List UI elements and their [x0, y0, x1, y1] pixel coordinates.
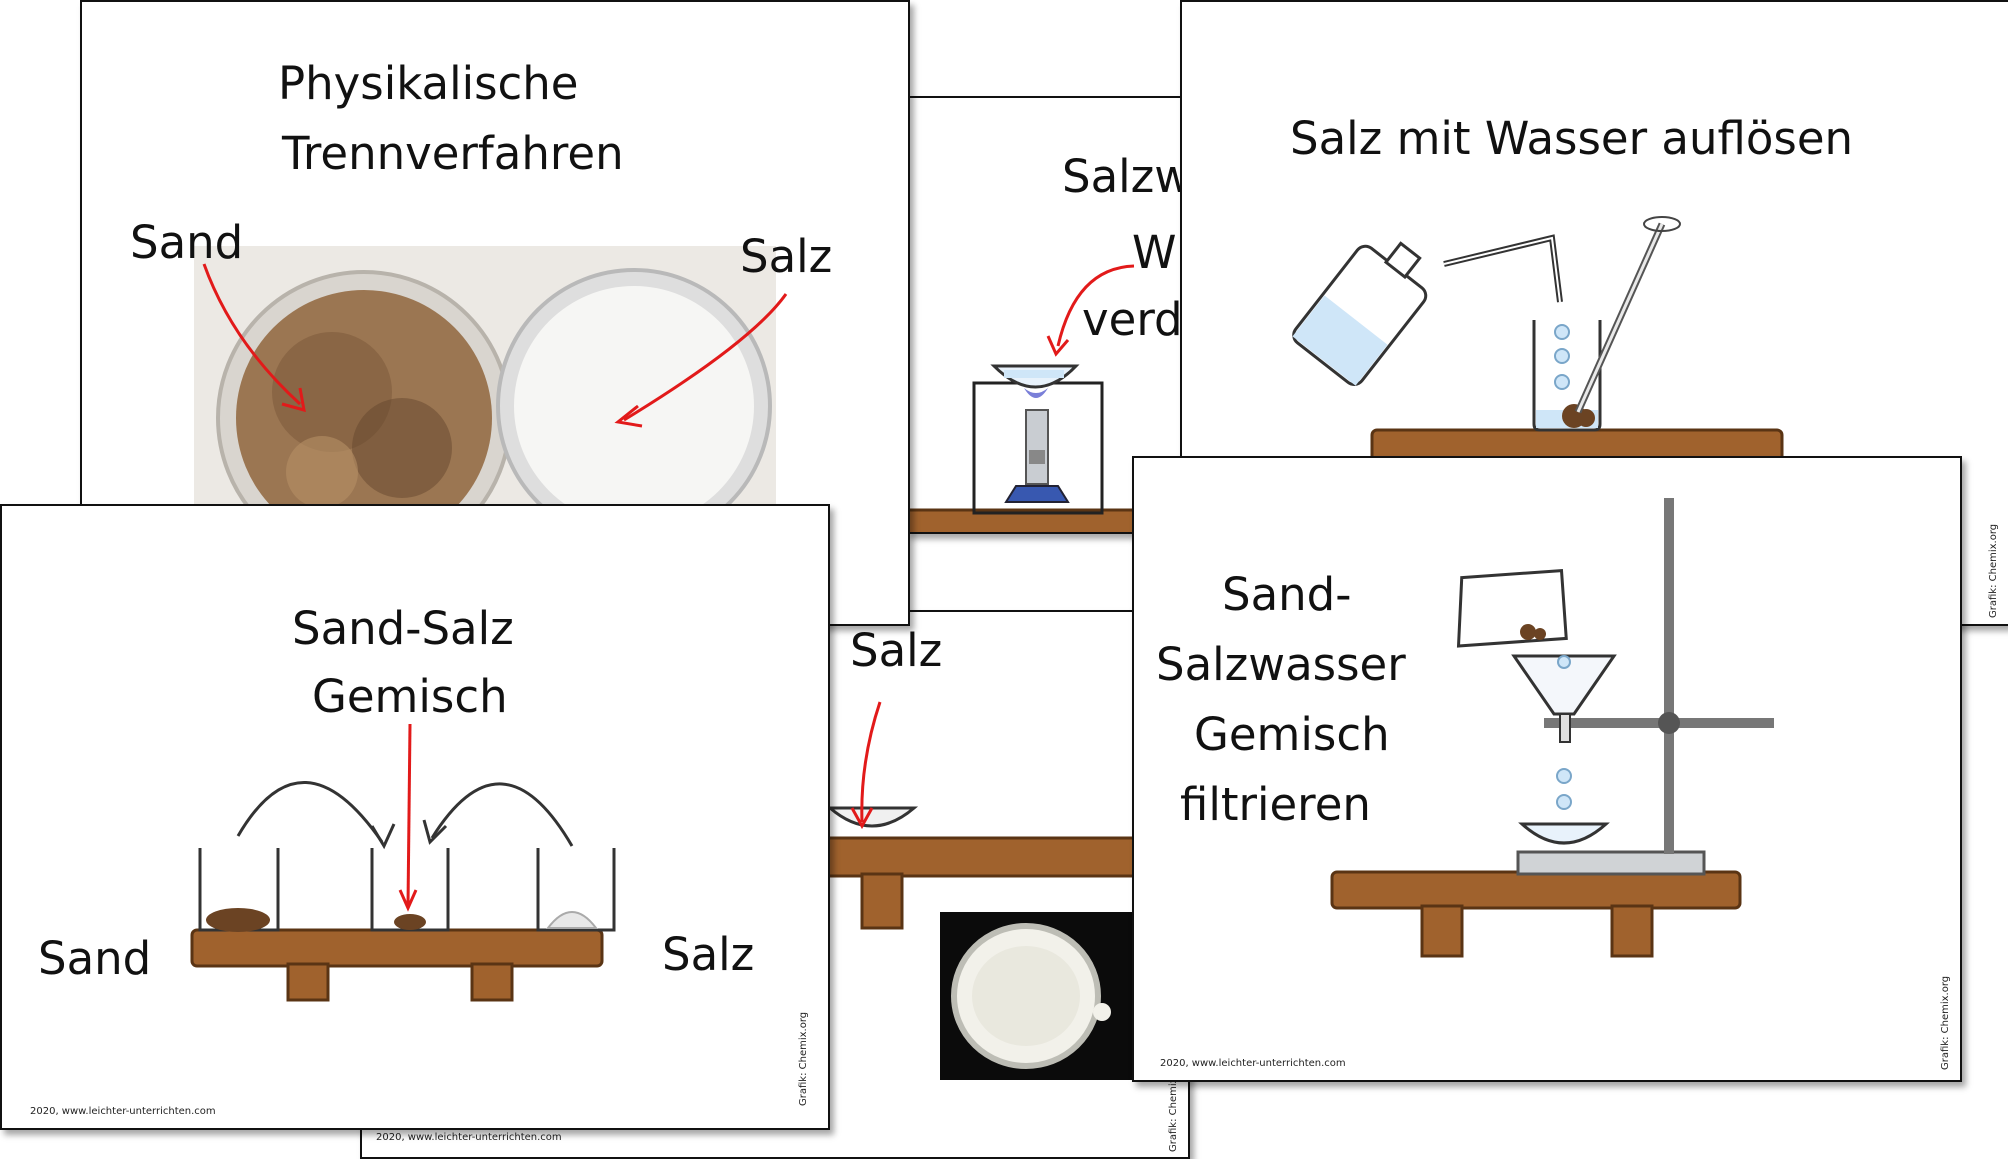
water-drop [1554, 324, 1570, 340]
red-arrow-salt [623, 293, 788, 422]
sand-label: Sand [130, 216, 244, 269]
title-line-2: Gemisch [312, 670, 508, 723]
mixture-heap [394, 914, 426, 930]
curved-arrow-icon [430, 782, 574, 847]
water-drop [1557, 655, 1571, 669]
graphic-credit: Grafik: Chemix.org [1988, 523, 1999, 618]
title-line-4: filtrieren [1180, 778, 1371, 831]
red-arrow-sand [202, 263, 302, 406]
table-leg-left [1420, 904, 1464, 958]
sand-lump [1520, 624, 1536, 640]
table-top [908, 508, 1198, 532]
title-line-1: Salzw [1062, 150, 1192, 203]
salt-heap [545, 911, 599, 929]
retort-stand-icon [1664, 498, 1674, 854]
graphic-credit: Grafik: Chemix [1168, 1077, 1179, 1152]
wash-bottle-icon [1292, 241, 1428, 386]
salt-label: Salz [740, 230, 833, 283]
title-line-1: Physikalische [278, 57, 579, 110]
bunsen-burner-icon [1025, 409, 1049, 485]
table-leg [860, 872, 904, 930]
salt-label: Salz [850, 624, 943, 677]
curved-arrow-icon [236, 781, 384, 843]
red-arrow [860, 701, 882, 823]
slide-salt-evaporate: Salzw W verd [906, 96, 1200, 534]
salt-dish-illustration [820, 701, 1152, 1080]
retort-stand-base [1516, 850, 1706, 876]
table-top [1330, 870, 1742, 910]
red-arrow [1056, 264, 1135, 347]
title-line-3: Gemisch [1194, 708, 1390, 761]
sand-label: Sand [38, 932, 152, 985]
sand-heap [206, 908, 270, 932]
title-line-3: verd [1082, 293, 1183, 346]
bottle-spout [1443, 234, 1563, 303]
bunsen-burner-setup [908, 264, 1198, 532]
slide-sand-salt-mixture: Sand-Salz Gemisch Sand Salz 2020, www.le… [0, 504, 830, 1130]
burner-base [1004, 485, 1070, 503]
dish-liquid [1004, 370, 1064, 378]
title-line-2: Trennverfahren [282, 127, 624, 180]
footer-url: 2020, www.leichter-unterrichten.com [30, 1106, 216, 1117]
title-line-2: Salzwasser [1156, 638, 1406, 691]
filtration-illustration [1330, 498, 1774, 958]
table-leg-left [286, 962, 330, 1002]
footer-url: 2020, www.leichter-unterrichten.com [376, 1132, 562, 1143]
flame-icon [1024, 388, 1048, 398]
title-line-1: Sand-Salz [292, 602, 514, 655]
red-arrow [406, 723, 412, 907]
beaker-salt-icon [536, 848, 616, 932]
rotation-icon [1643, 216, 1681, 232]
table-leg-right [470, 962, 514, 1002]
footer-url: 2020, www.leichter-unterrichten.com [1160, 1058, 1346, 1069]
title-line-1: Sand- [1222, 568, 1352, 621]
graphic-credit: Grafik: Chemix.org [798, 1011, 809, 1106]
table-top [190, 928, 604, 968]
graphic-credit: Grafik: Chemix.org [1940, 975, 1951, 1070]
funnel-icon [1511, 654, 1617, 716]
beaker-icon [1456, 568, 1568, 648]
evaporating-dish-icon [825, 806, 919, 828]
mixture-illustration [190, 723, 616, 1002]
title-line-2: W [1132, 226, 1177, 279]
beaker-icon [1532, 320, 1602, 432]
dissolve-title: Salz mit Wasser auflösen [1290, 112, 1854, 165]
evaporating-dish-icon [1518, 822, 1610, 845]
slide-filter: Sand- Salzwasser Gemisch filtrieren 2020… [1132, 456, 1962, 1082]
salt-label: Salz [662, 928, 755, 981]
table-top [820, 836, 1152, 878]
table-leg-right [1610, 904, 1654, 958]
